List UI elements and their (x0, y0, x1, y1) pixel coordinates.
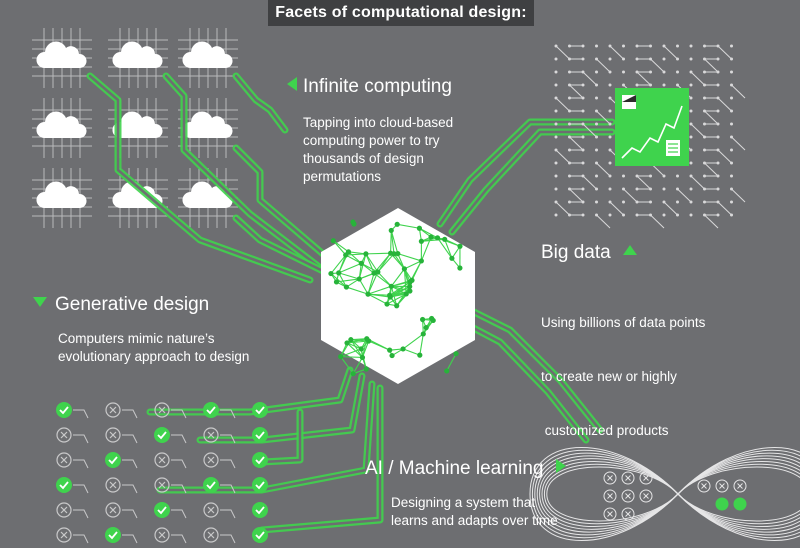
cross-icon (154, 477, 187, 494)
check-icon (154, 502, 187, 519)
desc-line: Designing a system that (391, 495, 536, 510)
desc-line: thousands of design (303, 151, 424, 166)
neural-network-hexagon-icon (321, 208, 475, 384)
generative-design-label: Generative design (55, 294, 210, 315)
infinite-computing-label: Infinite computing (303, 76, 452, 97)
big-data-heading: Big data (541, 242, 637, 264)
generative-design-heading: Generative design (33, 294, 209, 316)
cross-icon (203, 527, 236, 544)
cross-icon (56, 527, 89, 544)
triangle-down-icon (33, 297, 47, 307)
cross-icon (154, 402, 187, 419)
check-icon (203, 402, 236, 419)
cloud-icon (32, 28, 92, 88)
ai-machine-learning-heading: AI / Machine learning (365, 458, 566, 480)
triangle-up-icon (622, 245, 637, 255)
cross-icon (105, 502, 138, 519)
check-icon (252, 477, 268, 493)
check-icon (252, 502, 268, 518)
cloud-icon (32, 168, 92, 228)
ai-machine-learning-description: Designing a system that learns and adapt… (391, 494, 558, 530)
generative-design-description: Computers mimic nature’s evolutionary ap… (58, 330, 249, 366)
infinite-computing-heading: Infinite computing (287, 76, 452, 98)
big-data-label: Big data (541, 242, 611, 263)
cloud-grid-icon (32, 28, 238, 228)
cross-icon (203, 427, 236, 444)
cloud-icon (108, 168, 168, 228)
check-icon (252, 452, 268, 468)
check-icon (56, 402, 89, 419)
check-icon (56, 477, 89, 494)
cloud-icon (108, 28, 168, 88)
desc-line: learns and adapts over time (391, 513, 558, 528)
check-icon (105, 452, 138, 469)
check-icon (154, 427, 187, 444)
triangle-left-icon (287, 77, 297, 91)
desc-line: customized products (541, 423, 669, 438)
cross-icon (105, 477, 138, 494)
check-icon (252, 427, 268, 443)
check-icon (203, 477, 236, 494)
desc-line: Computers mimic nature’s (58, 331, 215, 346)
cross-icon (203, 502, 236, 519)
infinite-computing-description: Tapping into cloud-based computing power… (303, 114, 453, 186)
cloud-icon (178, 98, 238, 158)
check-icon (252, 527, 268, 543)
cross-icon (105, 427, 138, 444)
cross-icon (56, 452, 89, 469)
big-data-description: Using billions of data points to create … (541, 278, 705, 476)
desc-line: to create new or highly (541, 369, 677, 384)
data-chart-icon (615, 88, 689, 166)
desc-line: Using billions of data points (541, 315, 706, 330)
cross-icon (56, 427, 89, 444)
check-icon (252, 402, 268, 418)
ai-machine-learning-label: AI / Machine learning (365, 458, 544, 479)
desc-line: computing power to try (303, 133, 440, 148)
desc-line: evolutionary approach to design (58, 349, 250, 364)
cross-icon (154, 452, 187, 469)
cross-icon (105, 402, 138, 419)
cross-icon (203, 452, 236, 469)
check-circle-grid-icon (56, 402, 268, 544)
cloud-icon (178, 28, 238, 88)
desc-line: Tapping into cloud-based (303, 115, 454, 130)
page-title: Facets of computational design: (268, 0, 534, 26)
desc-line: permutations (303, 169, 382, 184)
triangle-right-icon (555, 459, 566, 473)
check-icon (105, 527, 138, 544)
cross-icon (154, 527, 187, 544)
cross-icon (56, 502, 89, 519)
circuit-traces (86, 72, 616, 534)
cloud-icon (32, 98, 92, 158)
